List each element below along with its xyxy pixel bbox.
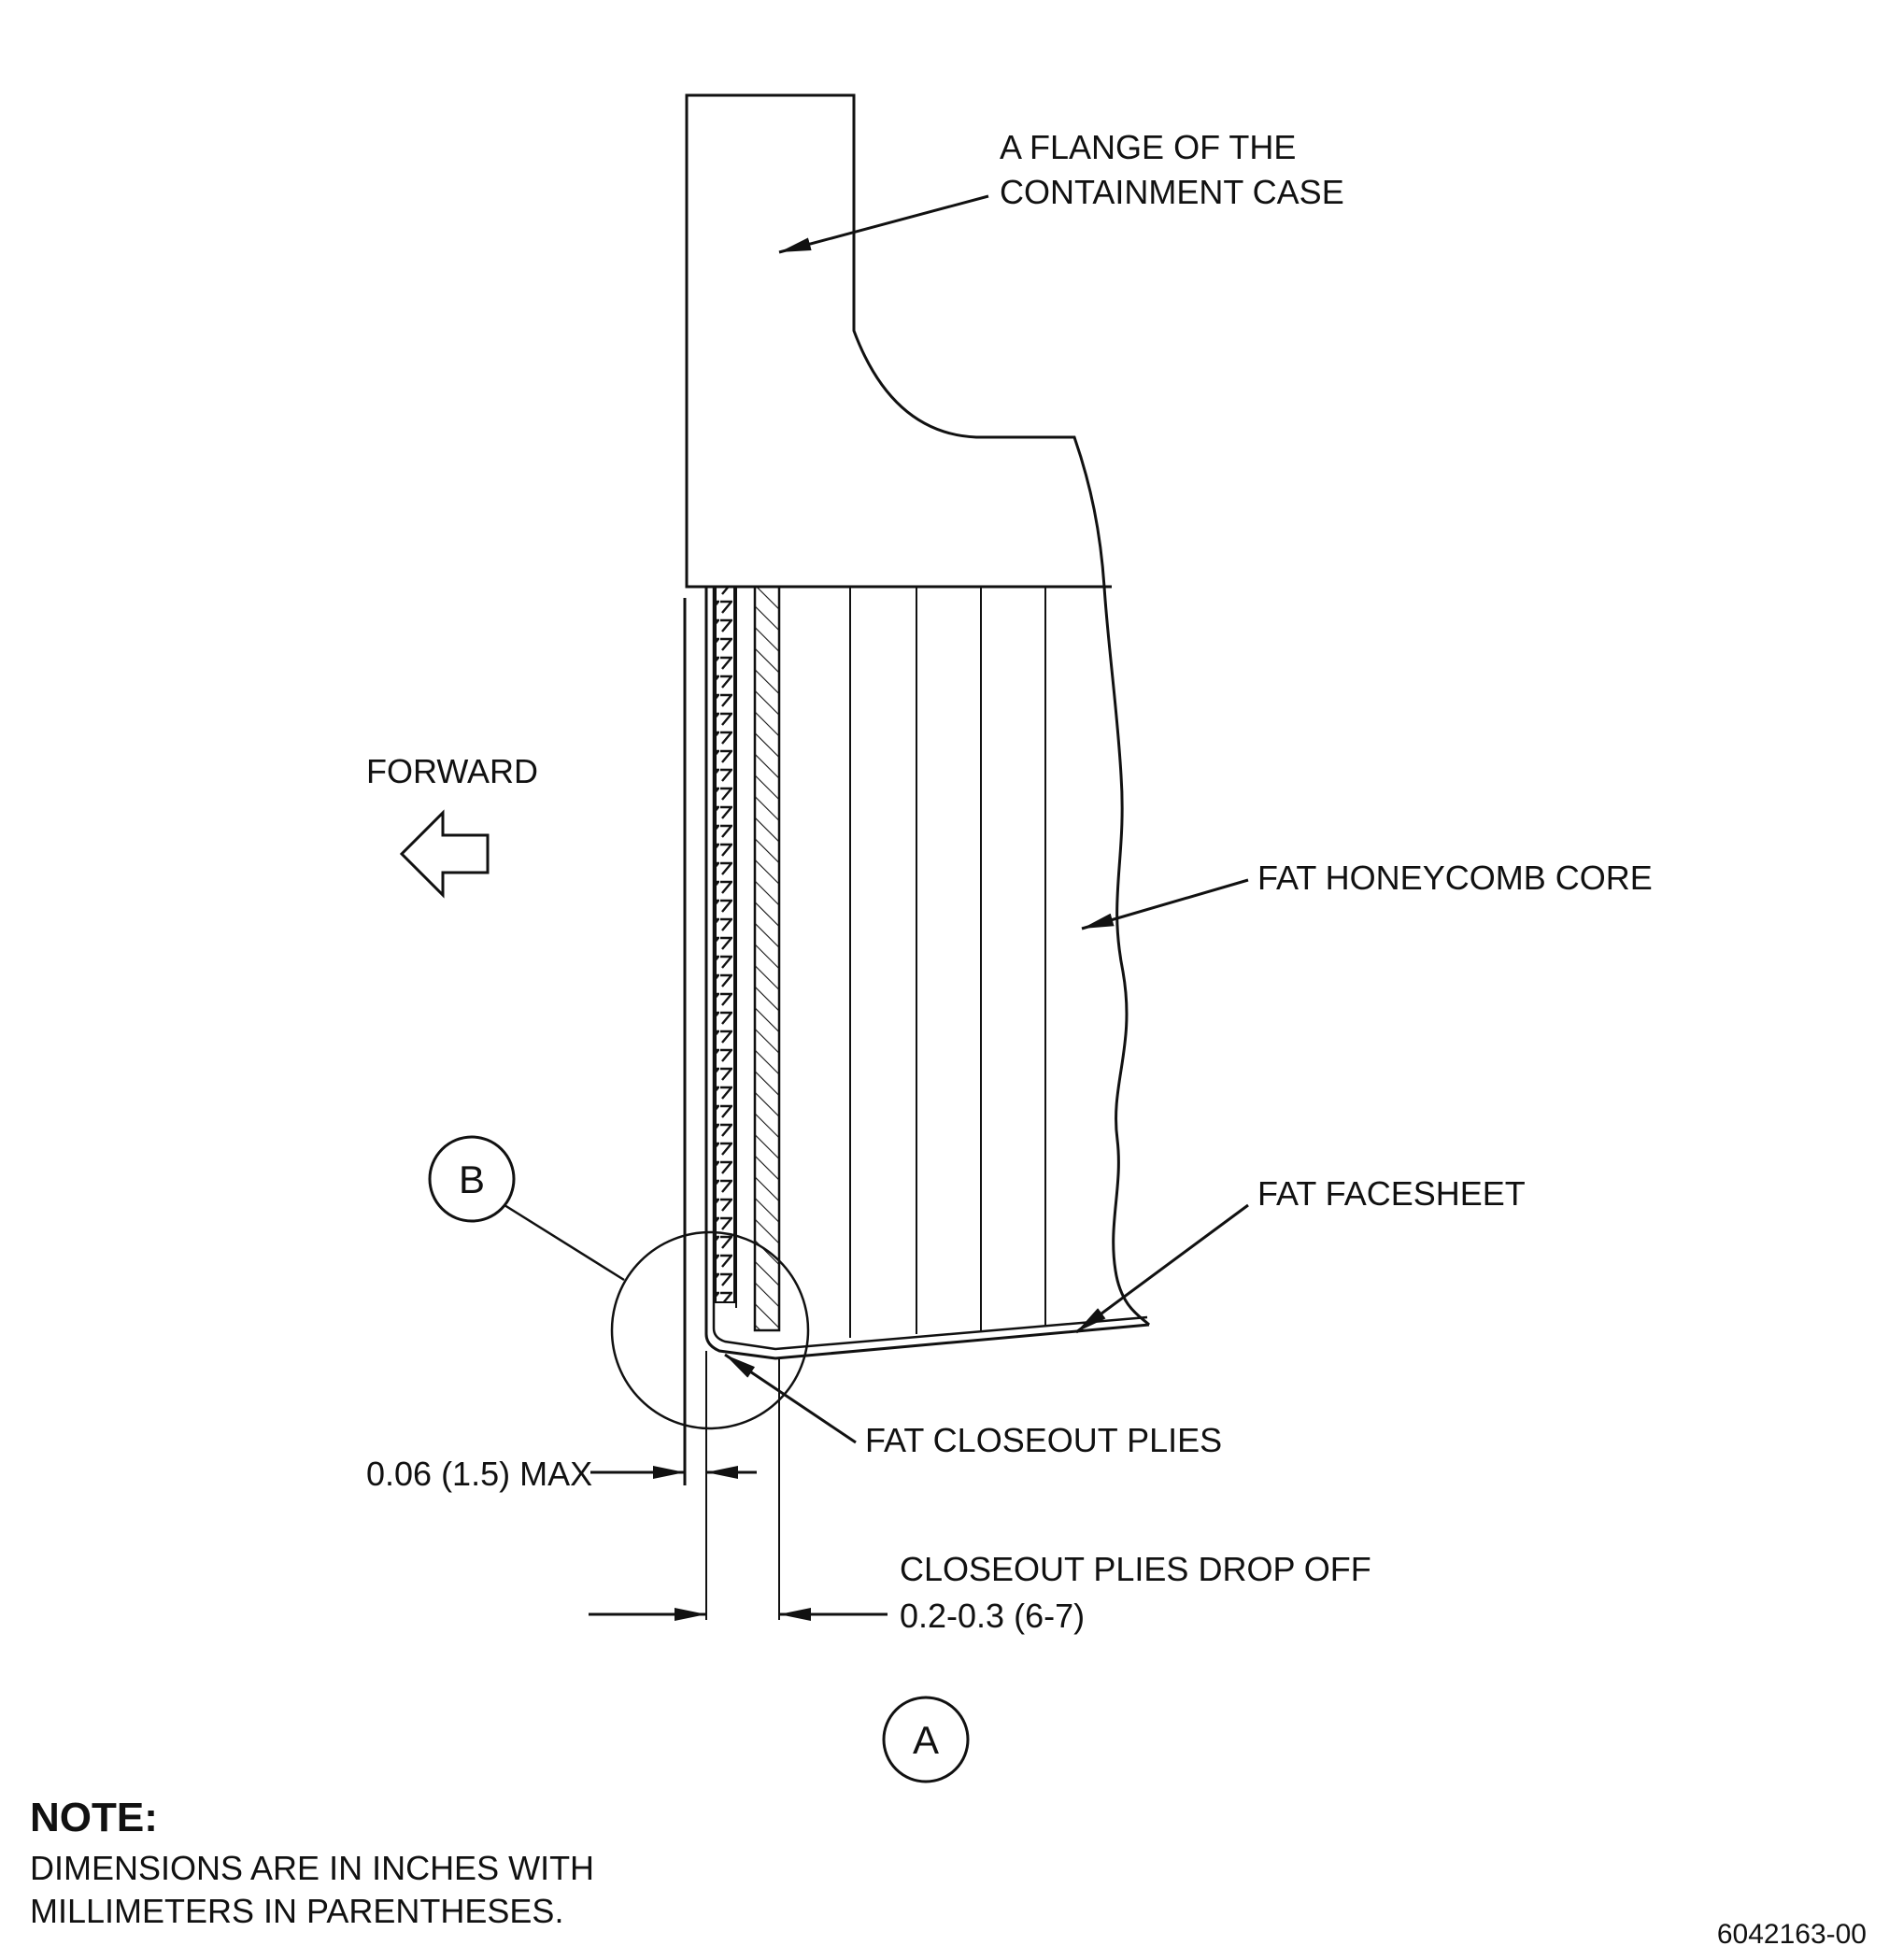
facesheet-leader (1075, 1203, 1249, 1334)
note-heading: NOTE: (30, 1795, 158, 1840)
detail-b-circle (610, 1230, 810, 1430)
honeycomb-label: FAT HONEYCOMB CORE (1257, 859, 1653, 897)
forward-arrow-icon (399, 809, 490, 899)
facesheet-layers (683, 585, 1150, 1620)
honeycomb-core (849, 586, 1151, 1338)
gap-dimension (590, 1466, 757, 1485)
honeycomb-leader (1081, 878, 1249, 930)
view-a-callout: A (882, 1696, 970, 1783)
closeout-leader (724, 1353, 857, 1444)
flange-label-line2: CONTAINMENT CASE (1000, 173, 1344, 211)
flange-label-line1: A FLANGE OF THE (1000, 128, 1296, 166)
closeout-label: FAT CLOSEOUT PLIES (865, 1421, 1222, 1459)
dropoff-label-line2: 0.2-0.3 (6-7) (900, 1597, 1085, 1635)
detail-b-callout: B (428, 1135, 810, 1430)
containment-case-flange (685, 93, 1112, 589)
figure-number: 6042163-00 (1717, 1919, 1867, 1950)
note-line1: DIMENSIONS ARE IN INCHES WITH (30, 1849, 594, 1887)
gap-dimension-label: 0.06 (1.5) MAX (366, 1455, 592, 1493)
note-line2: MILLIMETERS IN PARENTHESES. (30, 1892, 563, 1930)
detail-b-letter: B (459, 1158, 485, 1201)
break-line (1102, 586, 1151, 1327)
dropoff-label-line1: CLOSEOUT PLIES DROP OFF (900, 1550, 1371, 1588)
facesheet-label: FAT FACESHEET (1257, 1174, 1526, 1213)
flange-leader (778, 194, 989, 254)
forward-label: FORWARD (366, 752, 538, 790)
view-a-letter: A (913, 1718, 939, 1762)
